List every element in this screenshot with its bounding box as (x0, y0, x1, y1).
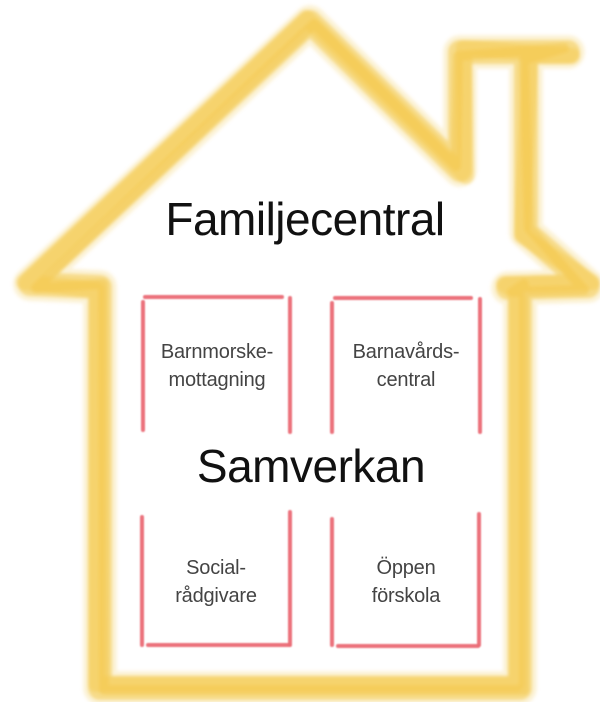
unit-label-barnmorskemottagning: Barnmorske- mottagning (144, 338, 290, 394)
house-outline-icon (13, 5, 600, 702)
unit-label-line: förskola (371, 585, 441, 607)
unit-box-barnmorskemottagning (141, 295, 292, 434)
unit-label-line: mottagning (168, 369, 266, 391)
unit-label-line: Öppen (376, 557, 436, 579)
unit-label-line: Barnavårds- (352, 341, 460, 363)
center-label: Samverkan (196, 440, 426, 492)
unit-label-line: central (376, 369, 436, 391)
unit-box-socialradgivare (140, 510, 292, 647)
unit-label-line: Barnmorske- (160, 341, 274, 363)
unit-box-barnavardscentral (330, 296, 482, 434)
unit-label-socialradgivare: Social- rådgivare (143, 554, 289, 610)
unit-label-line: Social- (186, 557, 246, 579)
unit-box-oppen-forskola (330, 512, 481, 648)
unit-label-line: rådgivare (175, 585, 257, 607)
unit-label-oppen-forskola: Öppen förskola (333, 554, 479, 610)
unit-label-barnavardscentral: Barnavårds- central (333, 338, 479, 394)
diagram-title: Familjecentral (165, 193, 445, 245)
